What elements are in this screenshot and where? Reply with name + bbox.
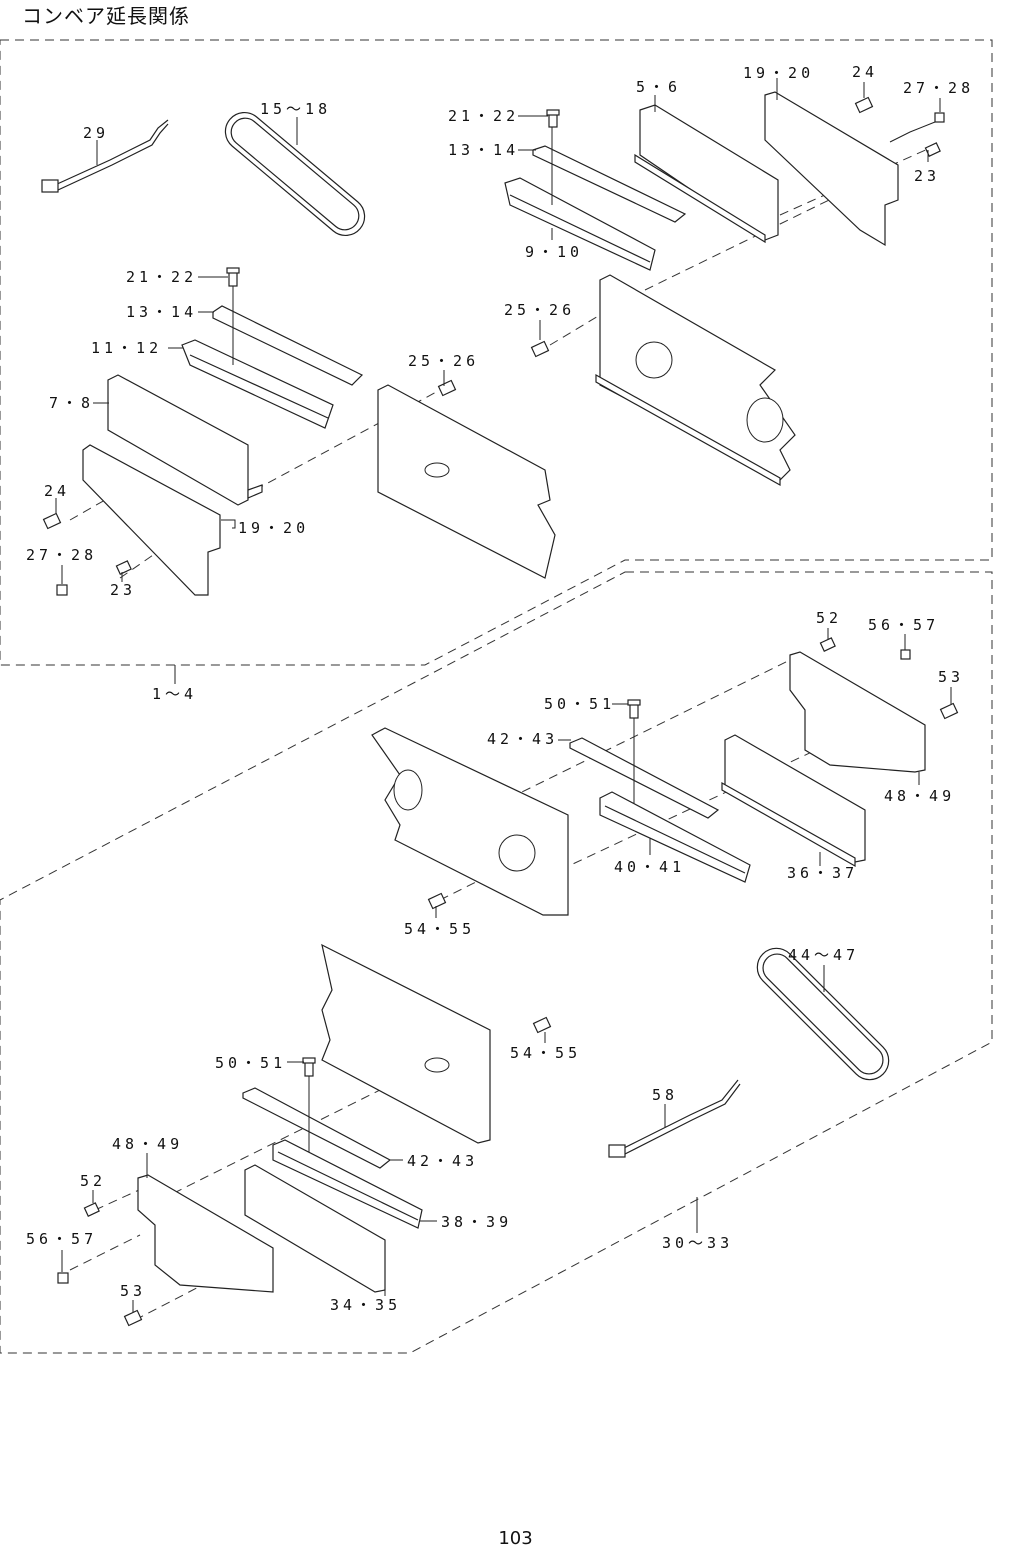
label-group-1-4: 1～4 — [152, 685, 197, 703]
label-27-28-b: 27・28 — [26, 546, 97, 564]
label-11-12: 11・12 — [91, 339, 162, 357]
label-15-18: 15～18 — [260, 100, 331, 118]
screw-50-51-a — [628, 700, 640, 718]
label-53-a: 53 — [938, 668, 964, 686]
label-13-14-a: 13・14 — [448, 141, 519, 159]
side-frame-upper-right — [596, 275, 795, 485]
label-group-30-33: 30～33 — [662, 1234, 733, 1252]
label-19-20-a: 19・20 — [743, 64, 814, 82]
bracket-5-6 — [635, 105, 778, 242]
nut-56-57-a — [901, 650, 910, 659]
label-24-a: 24 — [852, 63, 878, 81]
bolt-53-b — [125, 1311, 142, 1326]
screw-21-22-b — [227, 268, 239, 286]
label-44-47: 44～47 — [788, 946, 859, 964]
nut-56-57-b — [58, 1273, 68, 1283]
bar-42-43-a — [570, 738, 718, 818]
screw-50-51-b — [303, 1058, 315, 1076]
label-38-39: 38・39 — [441, 1213, 512, 1231]
label-25-26-a: 25・26 — [504, 301, 575, 319]
label-5-6: 5・6 — [636, 78, 681, 96]
label-50-51-b: 50・51 — [215, 1054, 286, 1072]
bolt-53-a — [941, 704, 958, 719]
label-27-28-a: 27・28 — [903, 79, 974, 97]
label-53-b: 53 — [120, 1282, 146, 1300]
side-frame-upper-left — [378, 385, 555, 578]
label-25-26-b: 25・26 — [408, 352, 479, 370]
label-24-b: 24 — [44, 482, 70, 500]
label-48-49-a: 48・49 — [884, 787, 955, 805]
label-56-57-b: 56・57 — [26, 1230, 97, 1248]
label-54-55-b: 54・55 — [510, 1044, 581, 1062]
bolt-24-a — [856, 98, 873, 113]
label-40-41: 40・41 — [614, 858, 685, 876]
nut-27-28-a — [935, 113, 944, 122]
bolt-54-55-a — [429, 894, 446, 909]
label-9-10: 9・10 — [525, 243, 583, 261]
page-number: 103 — [0, 1528, 1031, 1549]
label-52-b: 52 — [80, 1172, 106, 1190]
side-frame-lower-left — [322, 945, 490, 1143]
nut-27-28-b — [57, 585, 67, 595]
label-42-43-b: 42・43 — [407, 1152, 478, 1170]
plate-48-49-a — [790, 652, 925, 772]
label-50-51-a: 50・51 — [544, 695, 615, 713]
label-23-b: 23 — [110, 581, 136, 599]
label-21-22-b: 21・22 — [126, 268, 197, 286]
label-34-35: 34・35 — [330, 1296, 401, 1314]
side-frame-lower-right — [372, 728, 568, 915]
label-54-55-a: 54・55 — [404, 920, 475, 938]
label-42-43-a: 42・43 — [487, 730, 558, 748]
screw-21-22-a — [547, 110, 559, 127]
label-56-57-a: 56・57 — [868, 616, 939, 634]
label-21-22-a: 21・22 — [448, 107, 519, 125]
label-29: 29 — [83, 124, 109, 142]
label-48-49-b: 48・49 — [112, 1135, 183, 1153]
label-52-a: 52 — [816, 609, 842, 627]
label-36-37: 36・37 — [787, 864, 858, 882]
bolt-25-26-b — [439, 381, 456, 396]
bolt-52-b — [84, 1203, 99, 1216]
label-23-a: 23 — [914, 167, 940, 185]
label-58: 58 — [652, 1086, 678, 1104]
bolt-25-26-a — [532, 342, 549, 357]
label-7-8: 7・8 — [49, 394, 94, 412]
bolt-54-55-b — [534, 1018, 551, 1033]
belt-15-18 — [218, 105, 373, 243]
bolt-23-b — [116, 561, 131, 574]
label-19-20-b: 19・20 — [238, 519, 309, 537]
label-13-14-b: 13・14 — [126, 303, 197, 321]
bolt-24-b — [44, 514, 61, 529]
